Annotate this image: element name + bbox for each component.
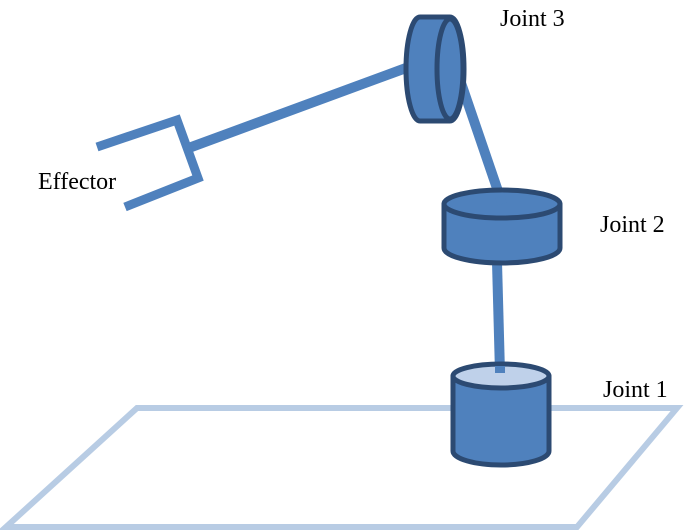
joint3-cylinder <box>403 14 467 124</box>
link-joint1-joint2 <box>492 261 505 374</box>
joint3-label: Joint 3 <box>500 6 565 32</box>
joint1-cylinder <box>450 361 552 468</box>
link-joint2-joint3 <box>455 78 505 199</box>
link-joint3-effector <box>184 63 408 154</box>
joint2-cylinder <box>441 187 563 266</box>
effector-gripper <box>95 114 204 212</box>
joint2-label: Joint 2 <box>600 212 665 238</box>
ground-plane <box>0 405 684 530</box>
effector-label: Effector <box>38 169 117 195</box>
joint1-label: Joint 1 <box>603 377 668 403</box>
